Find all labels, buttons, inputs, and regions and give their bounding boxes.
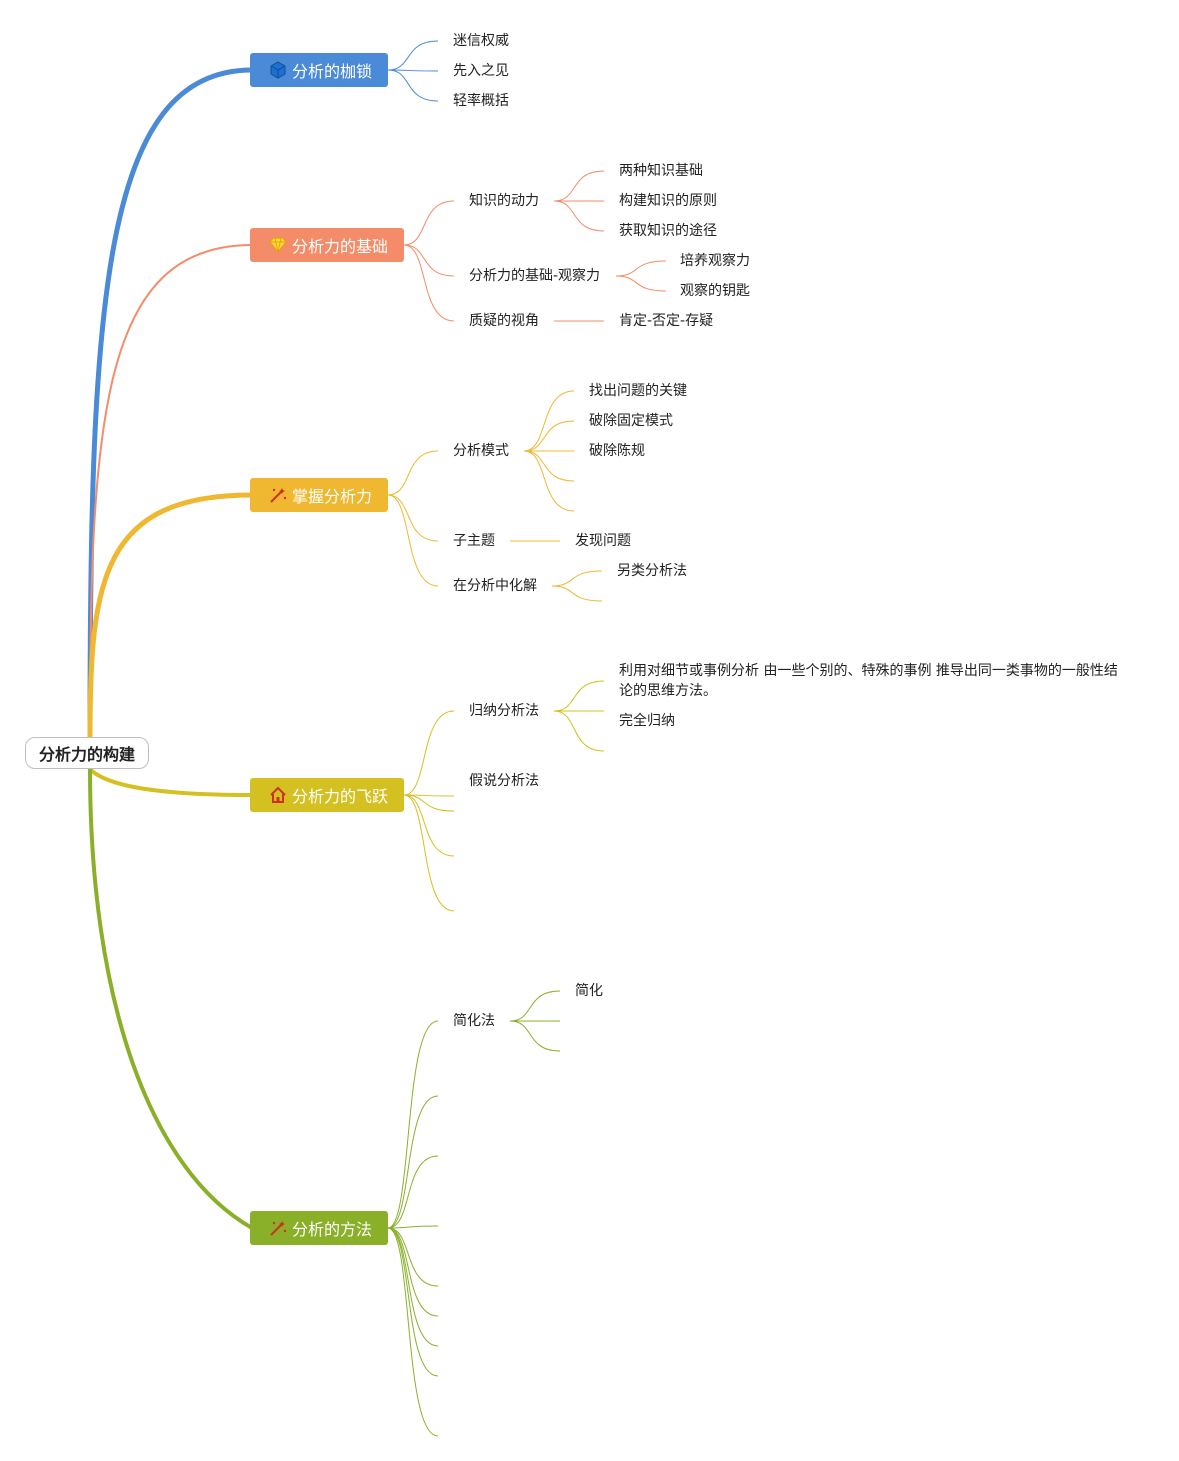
- branch-node-master[interactable]: 掌握分析力: [250, 478, 388, 512]
- connector-line: [553, 710, 605, 752]
- subtopic[interactable]: 找出问题的关键: [589, 383, 687, 399]
- connector-line: [387, 69, 439, 102]
- subtopic-induction-definition[interactable]: 利用对细节或事例分析 由一些个别的、特殊的事例 推导出同一类事物的一般性结论的思…: [619, 663, 1118, 699]
- subtopic[interactable]: 完全归纳: [619, 713, 675, 729]
- branch-label: 掌握分析力: [292, 487, 373, 506]
- connector-line: [615, 260, 667, 277]
- topic-subtopic[interactable]: 子主题: [453, 533, 495, 549]
- connector-line: [387, 1227, 439, 1317]
- topic-questioning[interactable]: 质疑的视角: [469, 313, 539, 329]
- connector-line: [403, 794, 455, 912]
- connector-line: [553, 200, 605, 232]
- magic-wand-icon: [268, 1218, 288, 1238]
- branch-label: 分析力的飞跃: [292, 787, 389, 806]
- subtopic[interactable]: 破除陈规: [589, 443, 645, 459]
- connector-line: [551, 570, 603, 587]
- topic-knowledge-power[interactable]: 知识的动力: [469, 193, 539, 209]
- subtopic[interactable]: 肯定-否定-存疑: [619, 313, 714, 329]
- topic-analysis-pattern[interactable]: 分析模式: [453, 443, 509, 459]
- subtopic[interactable]: 破除固定模式: [589, 413, 673, 429]
- connector-line: [387, 1020, 439, 1229]
- connector-line: [509, 1020, 561, 1052]
- topic-induction[interactable]: 归纳分析法: [469, 703, 539, 719]
- connector-line: [387, 1227, 439, 1437]
- topic-superstitious-authority[interactable]: 迷信权威: [453, 33, 509, 49]
- trunk-line: [88, 768, 253, 1230]
- subtopic[interactable]: 发现问题: [575, 533, 631, 549]
- subtopic[interactable]: 观察的钥匙: [680, 283, 750, 299]
- subtopic[interactable]: 简化: [575, 983, 603, 999]
- connector-line: [387, 494, 439, 542]
- trunk-line: [88, 767, 253, 797]
- topic-observation[interactable]: 分析力的基础-观察力: [469, 268, 601, 284]
- branch-node-methods[interactable]: 分析的方法: [250, 1211, 388, 1245]
- topic-simplification[interactable]: 简化法: [453, 1013, 495, 1029]
- connector-line: [387, 1227, 439, 1377]
- root-node[interactable]: 分析力的构建: [25, 737, 149, 769]
- connector-line: [387, 40, 439, 71]
- connector-line: [553, 680, 605, 712]
- connector-line: [403, 794, 455, 812]
- connector-line: [553, 170, 605, 202]
- connector-line: [523, 450, 575, 512]
- topic-preconception[interactable]: 先入之见: [453, 63, 509, 79]
- connector-line: [387, 1095, 439, 1229]
- connector-line: [387, 69, 439, 72]
- branch-node-leap[interactable]: 分析力的飞跃: [250, 778, 404, 812]
- topic-hasty-generalization[interactable]: 轻率概括: [453, 93, 509, 109]
- connector-line: [403, 244, 455, 322]
- subtopic[interactable]: 获取知识的途径: [619, 223, 717, 239]
- home-icon: [268, 785, 288, 805]
- connector-line: [387, 450, 439, 496]
- trunk-line: [87, 492, 255, 740]
- connector-line: [403, 200, 455, 246]
- branch-label: 分析的方法: [292, 1220, 373, 1239]
- connector-line: [523, 390, 575, 452]
- connector-line: [403, 244, 455, 277]
- connector-line: [403, 794, 455, 857]
- subtopic[interactable]: 构建知识的原则: [619, 193, 717, 209]
- connector-line: [523, 420, 575, 452]
- topic-hypothesis[interactable]: 假说分析法: [469, 773, 539, 789]
- connector-line: [387, 1227, 439, 1287]
- connector-line: [387, 1155, 439, 1229]
- connector-line: [551, 585, 603, 602]
- subtopic[interactable]: 两种知识基础: [619, 163, 703, 179]
- branch-label: 分析的枷锁: [292, 62, 373, 81]
- cube-icon: [268, 60, 288, 80]
- diamond-icon: [268, 235, 288, 255]
- connector-line: [387, 1225, 439, 1229]
- trunk-line: [87, 67, 255, 740]
- subtopic[interactable]: 培养观察力: [680, 253, 750, 269]
- magic-wand-icon: [268, 485, 288, 505]
- connector-line: [615, 275, 667, 292]
- subtopic[interactable]: 另类分析法: [617, 563, 687, 579]
- topic-resolve-in-analysis[interactable]: 在分析中化解: [453, 578, 537, 594]
- connector-line: [509, 990, 561, 1022]
- trunk-line: [89, 244, 253, 738]
- branch-label: 分析力的基础: [292, 237, 389, 256]
- branch-node-foundation[interactable]: 分析力的基础: [250, 228, 404, 262]
- branch-node-shackles[interactable]: 分析的枷锁: [250, 53, 388, 87]
- connector-line: [387, 494, 439, 587]
- connector-line: [523, 450, 575, 482]
- connector-line: [403, 710, 455, 796]
